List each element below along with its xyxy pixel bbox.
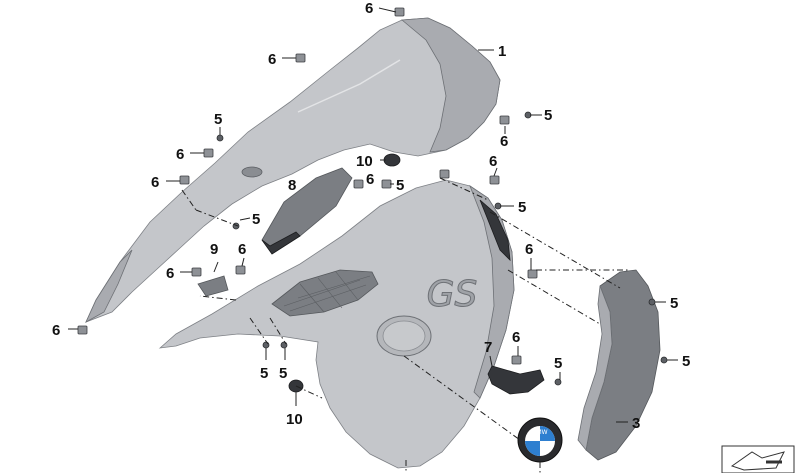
callout-screw-lower-1: 5: [260, 365, 268, 382]
callout-screw-left-top: 5: [214, 111, 222, 128]
callout-part-7: 7: [484, 339, 492, 356]
callout-part-1: 1: [498, 43, 506, 60]
callout-clip-bracket: 6: [512, 329, 520, 346]
callout-screw-right-mid: 5: [518, 199, 526, 216]
callout-screw-lower-2: 5: [279, 365, 287, 382]
callout-clip-right-mid: 6: [525, 241, 533, 258]
callout-clip-right-top: 6: [489, 153, 497, 170]
callout-part-3: 3: [632, 415, 640, 432]
callout-rubber-grommet-top: 10: [356, 153, 373, 170]
callout-screw-trim-lower: 5: [682, 353, 690, 370]
callout-clip-left-2: 6: [151, 174, 159, 191]
part-side-fairing: GS: [158, 179, 515, 469]
part-upper-cover: [85, 17, 501, 323]
fasteners: [77, 7, 668, 393]
part-inner-panel: [261, 167, 353, 255]
callout-screw-center: 5: [396, 177, 404, 194]
callout-screw-right-trim: 5: [670, 295, 678, 312]
callout-clip-upper-left: 6: [268, 51, 276, 68]
assembly-lines: [181, 177, 630, 473]
callout-clip-center: 6: [366, 171, 374, 188]
callout-screw-upper-right: 5: [544, 107, 552, 124]
callout-rubber-grommet-bottom: 10: [286, 411, 303, 428]
callout-clip-left-1: 6: [176, 146, 184, 163]
callout-screw-left-mid: 5: [252, 211, 260, 228]
fairing-grille-pattern: [283, 271, 371, 313]
callout-clip-upper-right: 6: [500, 133, 508, 150]
callout-clip-left-3: 6: [166, 265, 174, 282]
callout-clip-top: 6: [365, 0, 373, 17]
part-bracket: [487, 365, 545, 395]
part-side-trim: [577, 269, 661, 461]
bmw-emblem: BMW: [517, 417, 563, 463]
leader-lines: [68, 7, 678, 423]
reference-symbol-icon: [721, 445, 795, 473]
callout-screw-bracket: 5: [554, 355, 562, 372]
callout-clip-mid-left: 6: [238, 241, 246, 258]
callout-clip-lower-left: 6: [52, 322, 60, 339]
fairing-gs-lettering: GS: [427, 274, 478, 315]
bmw-emblem-text: BMW: [532, 429, 547, 436]
callout-part-9: 9: [210, 241, 218, 258]
callouts: 6 1 6 5 6 5 6 10 6 6 5 8 6 5 5 6 9 6 6 5…: [52, 0, 690, 432]
callout-part-8: 8: [288, 177, 296, 194]
